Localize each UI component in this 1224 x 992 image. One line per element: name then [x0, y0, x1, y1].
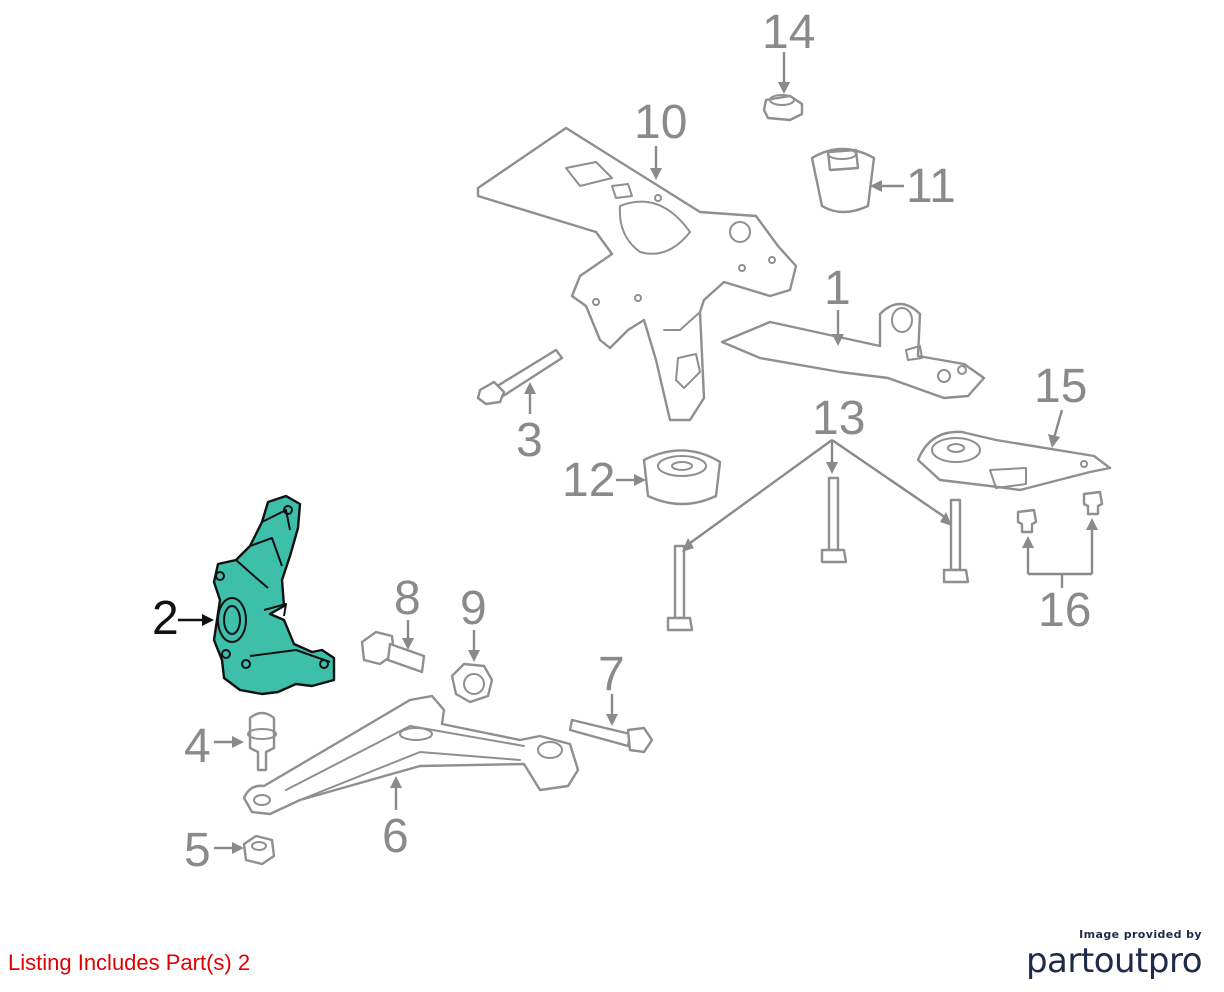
- part-9-nut: [450, 662, 494, 704]
- brand-logo: Image provided by partoutpro: [1025, 928, 1203, 981]
- callout-16: 16: [1038, 584, 1091, 637]
- part-7-bolt: [568, 718, 654, 754]
- brand-caption: Image provided by: [1079, 928, 1202, 941]
- part-12-strut-mount: [642, 449, 722, 506]
- callout-3: 3: [516, 414, 543, 467]
- callout-13: 13: [812, 392, 865, 445]
- leader-15: [1052, 409, 1064, 439]
- leader-13a: [685, 439, 833, 547]
- callout-9: 9: [460, 582, 487, 635]
- callout-4: 4: [184, 720, 211, 773]
- callout-1: 1: [824, 262, 851, 315]
- part-1-crossmember: [720, 302, 986, 400]
- part-13-bolts: [666, 476, 970, 632]
- part-2-steering-knuckle: [212, 494, 336, 696]
- callout-14: 14: [762, 6, 815, 59]
- part-3-bolt: [476, 348, 564, 406]
- callout-12: 12: [562, 454, 615, 507]
- callout-10: 10: [634, 96, 687, 149]
- part-11-bushing: [810, 147, 876, 214]
- listing-note: Listing Includes Part(s) 2: [8, 950, 251, 975]
- part-16-bolts: [1016, 490, 1104, 534]
- callout-5: 5: [184, 824, 211, 877]
- callout-6: 6: [382, 810, 409, 863]
- callout-2: 2: [152, 592, 179, 645]
- callout-7: 7: [598, 648, 625, 701]
- leader-13c: [831, 439, 947, 519]
- callout-15: 15: [1034, 360, 1087, 413]
- part-10-subframe: [476, 126, 798, 422]
- part-14-nut: [762, 94, 804, 122]
- callout-8: 8: [394, 572, 421, 625]
- part-8-bolt: [360, 630, 426, 674]
- part-5-nut: [242, 834, 276, 866]
- brand-name: partoutpro: [1025, 941, 1203, 981]
- part-15-bracket: [916, 430, 1112, 492]
- part-6-control-arm: [242, 694, 580, 816]
- part-4-ball-joint: [247, 711, 277, 772]
- callout-11: 11: [906, 160, 956, 213]
